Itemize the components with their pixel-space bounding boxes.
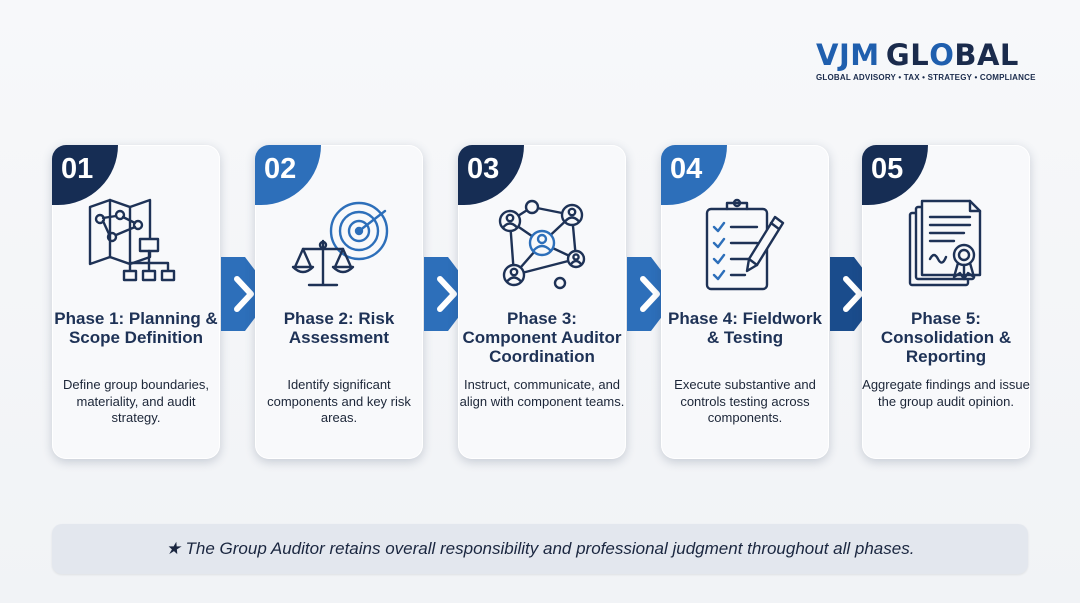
phase-number-badge: 03 <box>458 145 524 205</box>
phase-title: Phase 5: Consolidation & Reporting <box>880 309 1012 366</box>
brand-logo: VJM GLOBAL GLOBAL ADVISORY • TAX • STRAT… <box>816 40 1040 82</box>
phase-card-1: 01 Phase 1: Planning & Scope Definition … <box>52 145 220 459</box>
brand-tagline: GLOBAL ADVISORY • TAX • STRATEGY • COMPL… <box>816 73 1036 82</box>
phase-card-3: 03 Phase 3: Component Auditor Coordinati… <box>458 145 626 459</box>
phase-card-5: 05 Phase 5: Consolidation & Reporting Ag… <box>862 145 1030 459</box>
phase-description: Instruct, communicate, and align with co… <box>459 377 625 409</box>
phase-title: Phase 4: Fieldwork & Testing <box>668 309 822 347</box>
globe-icon: O <box>929 38 955 72</box>
phase-description: Execute substantive and controls testing… <box>674 377 816 425</box>
phase-number-badge: 04 <box>661 145 727 205</box>
phase-number-badge: 02 <box>255 145 321 205</box>
map-hierarchy-icon <box>82 197 190 297</box>
chevron-right-icon <box>221 257 273 331</box>
phase-description: Define group boundaries, materiality, an… <box>63 377 209 425</box>
phase-card-2: 02 Phase 2: Risk Assessment Identify sig… <box>255 145 423 459</box>
footer-note: ★ The Group Auditor retains overall resp… <box>52 524 1028 574</box>
phase-number-badge: 05 <box>862 145 928 205</box>
network-people-icon <box>488 197 596 297</box>
phase-description: Aggregate findings and issue the group a… <box>862 377 1030 409</box>
phase-description: Identify significant components and key … <box>267 377 411 425</box>
phase-title: Phase 3: Component Auditor Coordination <box>462 309 622 366</box>
chevron-right-icon <box>424 257 476 331</box>
checklist-clipboard-icon <box>691 197 799 297</box>
certificate-report-icon <box>892 197 1000 297</box>
phase-number-badge: 01 <box>52 145 118 205</box>
phase-card-4: 04 Phase 4: Fieldwork & Testing Execute … <box>661 145 829 459</box>
brand-name: VJM GLOBAL <box>816 38 1019 72</box>
phase-title: Phase 2: Risk Assessment <box>283 309 395 347</box>
chevron-right-icon <box>627 257 679 331</box>
scales-radar-icon <box>285 197 393 297</box>
phase-title: Phase 1: Planning & Scope Definition <box>54 309 218 347</box>
chevron-right-icon <box>830 257 882 331</box>
